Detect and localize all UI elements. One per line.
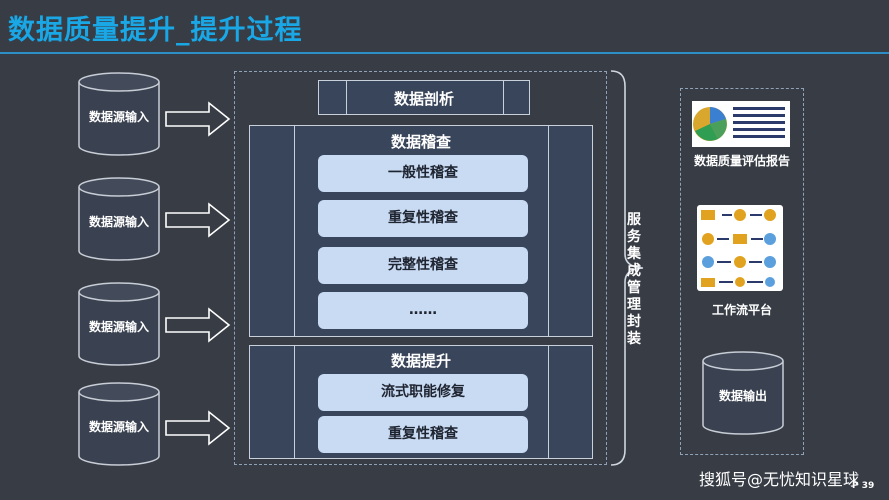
process-frame — [234, 71, 607, 465]
report-label: 数据质量评估报告 — [693, 154, 790, 168]
audit-item-general: 一般性稽查 — [318, 155, 528, 192]
improve-item-repair: 流式职能修复 — [318, 374, 528, 411]
database-icon — [78, 382, 160, 466]
data-source-input-3: 数据源输入 — [77, 282, 161, 366]
audit-item-more: …… — [318, 292, 528, 329]
data-output-label: 数据输出 — [718, 389, 767, 403]
report-icon — [692, 101, 790, 147]
arrow-right-icon — [165, 307, 231, 343]
page-number: P 39 — [852, 481, 875, 491]
watermark: 搜狐号@无忧知识星球 — [698, 470, 859, 489]
arrow-right-icon — [165, 101, 231, 137]
database-icon — [702, 351, 784, 435]
data-source-input-2: 数据源输入 — [77, 177, 161, 261]
brace-icon — [610, 70, 644, 466]
data-source-input-4: 数据源输入 — [77, 382, 161, 466]
arrow-right-icon — [165, 202, 231, 238]
audit-item-duplicate: 重复性稽查 — [318, 200, 528, 237]
workflow-icon — [697, 205, 783, 291]
profiling-label: 数据剖析 — [393, 90, 454, 108]
data-source-input-label: 数据源输入 — [88, 110, 149, 124]
workflow-label: 工作流平台 — [711, 303, 772, 317]
improve-title: 数据提升 — [390, 352, 451, 370]
data-source-input-label: 数据源输入 — [88, 215, 149, 229]
data-source-input-label: 数据源输入 — [88, 320, 149, 334]
database-icon — [78, 177, 160, 261]
audit-title: 数据稽查 — [390, 133, 451, 151]
improve-item-duplicate: 重复性稽查 — [318, 416, 528, 453]
database-icon — [78, 282, 160, 366]
output-frame — [680, 88, 804, 455]
service-wrap-label: 服务集成管理封装 — [627, 212, 641, 347]
database-icon — [78, 72, 160, 156]
profiling-box: 数据剖析 — [318, 80, 530, 115]
page-title: 数据质量提升_提升过程 — [8, 15, 303, 46]
audit-item-completeness: 完整性稽查 — [318, 247, 528, 284]
arrow-right-icon — [165, 410, 231, 446]
data-source-input-1: 数据源输入 — [77, 72, 161, 156]
title-divider — [0, 52, 889, 54]
data-source-input-label: 数据源输入 — [88, 420, 149, 434]
data-output: 数据输出 — [701, 351, 785, 435]
